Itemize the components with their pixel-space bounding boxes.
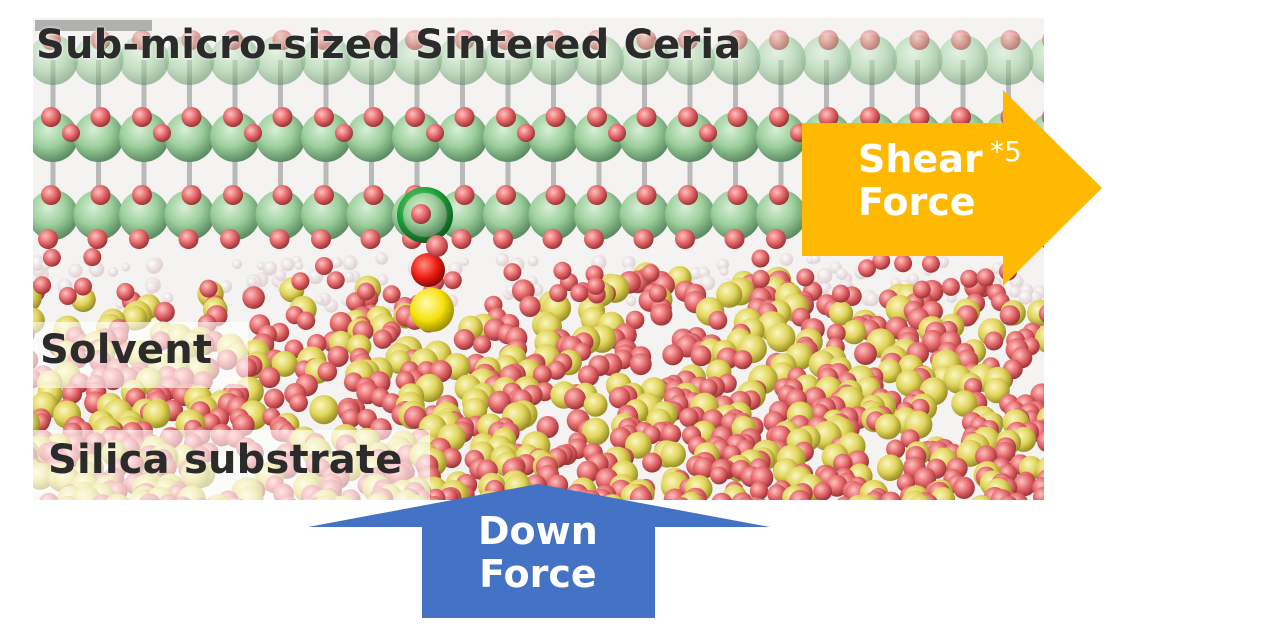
down-force-label: Down Force bbox=[478, 510, 598, 595]
silica-substrate-label: Silica substrate bbox=[48, 437, 403, 483]
solvent-label-backdrop bbox=[33, 322, 248, 388]
highlighted-atom-chain bbox=[397, 187, 454, 332]
solvent-label: Solvent bbox=[40, 327, 213, 373]
shear-label-line1: Shear bbox=[858, 137, 983, 181]
shear-arrow-shape bbox=[802, 90, 1102, 286]
watermark-tag bbox=[35, 20, 152, 31]
highlighted-oxygen-atom bbox=[411, 253, 445, 287]
highlighted-silicon-atom bbox=[410, 288, 454, 332]
down-arrow-shape bbox=[308, 484, 770, 618]
ceria-title-label: Sub-micro-sized Sintered Ceria bbox=[36, 22, 742, 68]
down-label-line2: Force bbox=[479, 551, 597, 596]
shear-force-label: Shear Force bbox=[858, 138, 983, 223]
silica-label-backdrop bbox=[33, 430, 430, 500]
down-label-line1: Down bbox=[478, 509, 598, 553]
shear-label-line2: Force bbox=[858, 179, 976, 224]
footnote-marker: *5 bbox=[990, 135, 1022, 168]
